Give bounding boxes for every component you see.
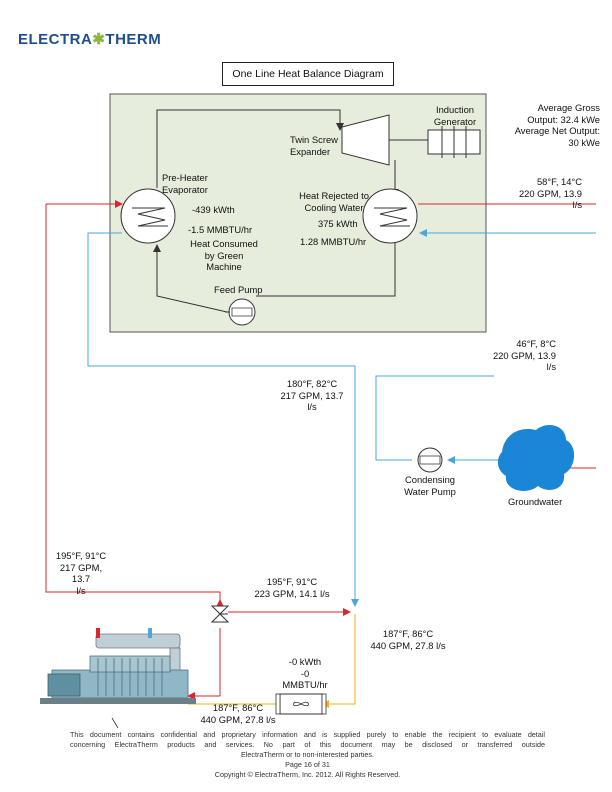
logo-text-right: THERM <box>105 31 162 48</box>
copyright: Copyright © ElectraTherm, Inc. 2012. All… <box>214 770 401 779</box>
condensing-water-pump-icon <box>417 447 443 473</box>
induction-generator-label: Induction Generator <box>433 104 477 127</box>
cool-water-lines <box>87 229 596 607</box>
bypass-flow-label: 195°F, 91°C 223 GPM, 14.1 l/s <box>254 576 330 599</box>
electratherm-logo: ELECTRA✱THERM <box>18 30 161 48</box>
groundwater-icon <box>497 425 575 491</box>
generator-icon <box>427 126 481 158</box>
return-to-engine-label: 180°F, 82°C 217 GPM, 13.7 l/s <box>280 378 344 412</box>
heat-rejected-label: Heat Rejected to Cooling Water <box>299 190 369 213</box>
evaporator-mmbtu: -1.5 MMBTU/hr <box>188 224 253 235</box>
logo-text-left: ELECTRA <box>18 31 93 48</box>
valve-icon <box>210 605 230 623</box>
mixed-water-lines <box>188 614 356 708</box>
cooling-out-label: 58°F, 14°C 220 GPM, 13.9 l/s <box>518 176 582 210</box>
mixed-return-label: 187°F, 86°C 440 GPM, 27.8 l/s <box>370 628 446 651</box>
gross-output-label: Average Gross Output: 32.4 kWe Average N… <box>514 102 600 148</box>
feed-pump-icon <box>225 298 256 326</box>
footer-line-1: This document contains confidential and … <box>70 730 545 739</box>
working-fluid-loop <box>153 109 428 313</box>
hot-water-lines <box>45 200 596 700</box>
condenser-heat-exchanger-icon <box>362 188 418 244</box>
engine-inlet-label: 187°F, 86°C 440 GPM, 27.8 l/s <box>200 702 276 725</box>
twin-screw-expander-label: Twin Screw Expander <box>290 134 338 157</box>
radiator-fan-icon <box>275 693 327 715</box>
logo-star-icon: ✱ <box>92 31 106 48</box>
expander-icon <box>341 114 390 166</box>
heat-consumed-label: Heat Consumed by Green Machine <box>190 238 258 272</box>
preheater-evaporator-label: Pre-Heater Evaporator <box>162 172 208 195</box>
rejected-kwth: 375 kWth <box>318 218 358 229</box>
evaporator-heat-exchanger-icon <box>120 188 176 244</box>
confidentiality-footer: This document contains confidential and … <box>70 730 545 780</box>
radiator-load-label: -0 kWth -0 MMBTU/hr <box>282 656 328 690</box>
groundwater-label: Groundwater <box>508 496 563 507</box>
cooling-in-label: 46°F, 8°C 220 GPM, 13.9 l/s <box>492 338 556 372</box>
hot-to-evaporator-label: 195°F, 91°C 217 GPM, 13.7 l/s <box>55 550 107 596</box>
feed-pump-label: Feed Pump <box>214 284 263 295</box>
page-number: Page 16 of 31 <box>285 760 330 769</box>
evaporator-kwth: -439 kWth <box>192 204 235 215</box>
engine-icon <box>40 628 196 729</box>
diagram-title: One Line Heat Balance Diagram <box>222 62 394 86</box>
footer-line-3: ElectraTherm or to non-interested partie… <box>240 750 375 759</box>
condensing-water-pump-label: Condensing Water Pump <box>404 474 456 497</box>
footer-line-2: concerning ElectraTherm products and ser… <box>70 740 545 749</box>
rejected-mmbtu: 1.28 MMBTU/hr <box>300 236 367 247</box>
